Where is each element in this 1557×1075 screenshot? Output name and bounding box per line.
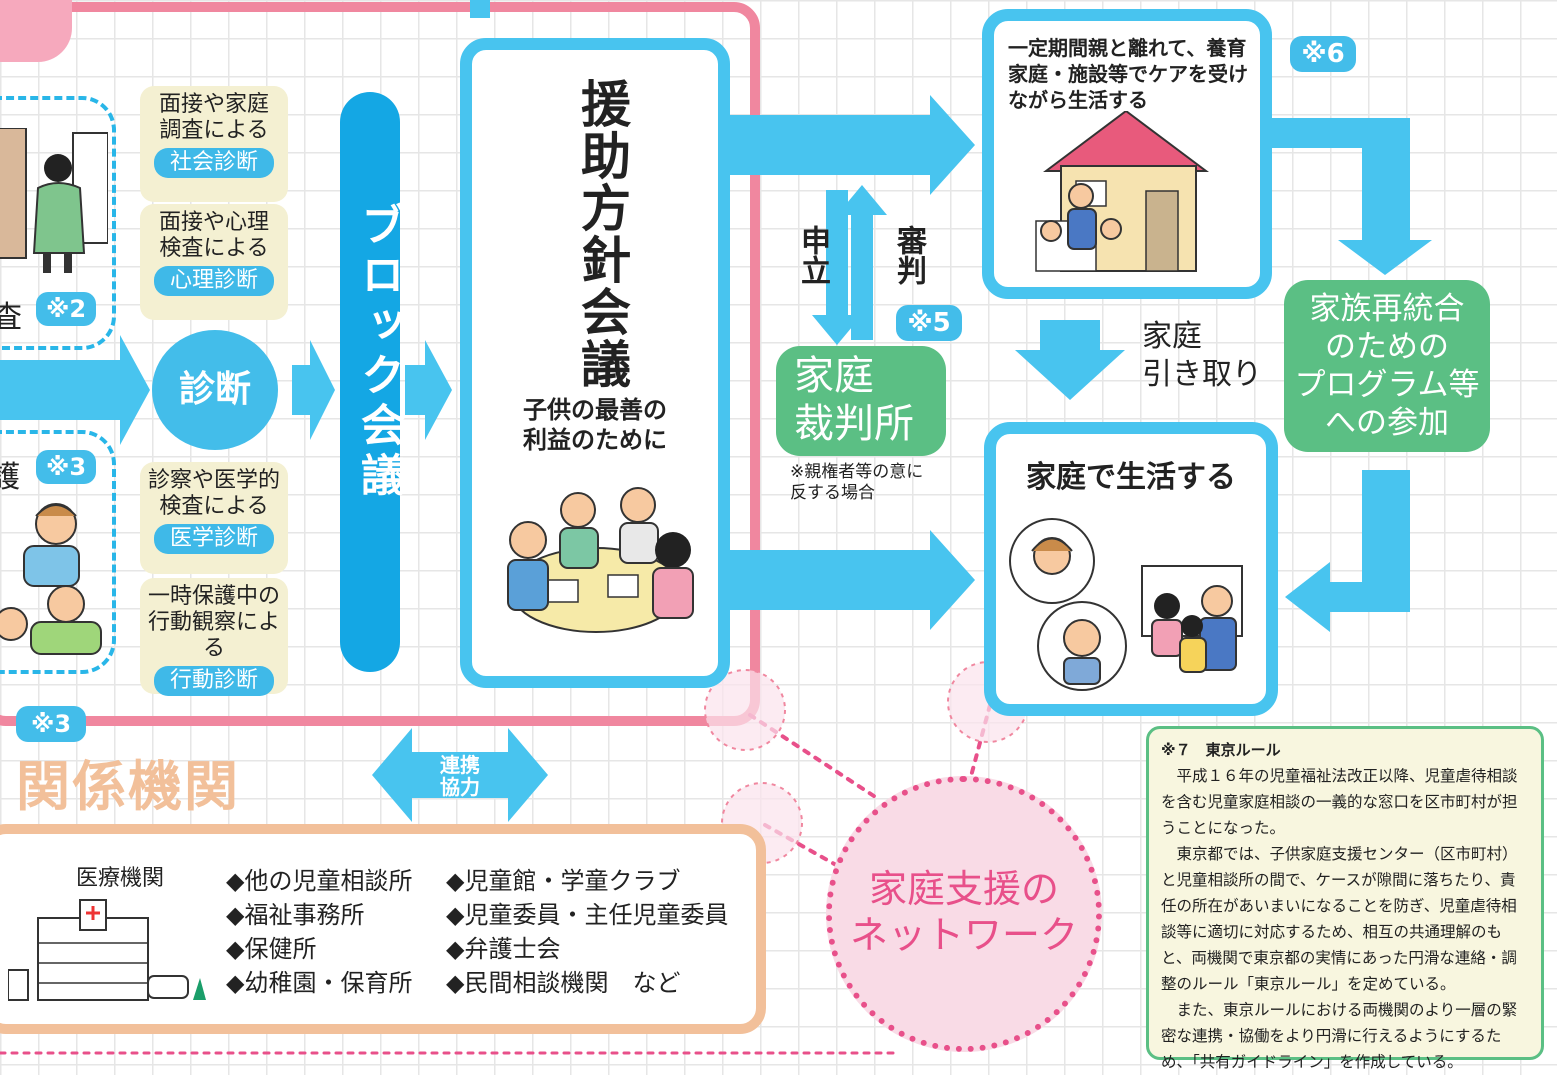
- family-court-label: 家庭 裁判所: [794, 353, 914, 447]
- return-home-label: 家庭 引き取り: [1142, 319, 1262, 392]
- policy-meeting-subtitle: 子供の最善の 利益のために: [523, 396, 667, 454]
- agency-item: ◆民間相談機関 など: [446, 969, 681, 997]
- agencies-col2: ◆児童館・学童クラブ ◆児童委員・主任児童委員 ◆弁護士会 ◆民間相談機関 など: [446, 864, 728, 1000]
- protection-box: 護: [0, 430, 116, 674]
- medical-diagnosis-pill: 医学診断: [153, 524, 274, 554]
- diagnosis-psych-text: 面接や心理 検査による: [158, 210, 269, 261]
- family-illustration: [1009, 518, 1243, 691]
- arrow-to-policy: [405, 340, 452, 440]
- arrow-return-home: [1015, 320, 1125, 400]
- network-label: 家庭支援の ネットワーク: [849, 867, 1078, 957]
- investigation-label: 査: [0, 300, 22, 335]
- tokyo-rule-heading: ※７ 東京ルール: [1161, 741, 1281, 759]
- agencies-col1: ◆他の児童相談所 ◆福祉事務所 ◆保健所 ◆幼稚園・保育所: [226, 864, 412, 1000]
- agency-item: ◆児童館・学童クラブ: [446, 867, 681, 895]
- arrow-apply-down: [812, 190, 862, 345]
- home-life-box: 家庭で生活する: [984, 422, 1278, 716]
- diagnosis-behavior-text: 一時保護中の 行動観察による: [147, 584, 280, 661]
- diagnosis-medical-text: 診察や医学的 検査による: [147, 468, 280, 519]
- arrow-to-reunification: [1270, 118, 1432, 275]
- home-life-title: 家庭で生活する: [1026, 460, 1236, 495]
- agency-item: ◆他の児童相談所: [226, 867, 413, 895]
- meeting-illustration: [507, 487, 694, 633]
- judgment-label: 審判: [891, 225, 926, 285]
- arrow-to-foster: [728, 95, 975, 195]
- arrow-reunification-to-home: [1285, 470, 1410, 632]
- agency-item: ◆福祉事務所: [226, 901, 365, 929]
- policy-meeting-title: 援助方針会議: [573, 78, 631, 390]
- hospital-illustration: [8, 899, 206, 1001]
- family-court: 家庭 裁判所: [776, 346, 946, 456]
- psych-diagnosis-pill: 心理診断: [153, 266, 274, 296]
- cooperation-arrow: [372, 728, 548, 822]
- house-illustration: [1035, 111, 1209, 272]
- social-diagnosis-pill: 社会診断: [153, 148, 274, 178]
- agencies-title: 関係機関: [16, 755, 240, 818]
- reunification-label: 家族再統合 のための プログラム等 への参加: [1294, 291, 1480, 441]
- badge-3-top: ※3: [36, 450, 96, 484]
- block-meeting-label: ブロック会議: [353, 202, 404, 502]
- agency-item: ◆幼稚園・保育所: [226, 969, 413, 997]
- badge-2: ※2: [36, 292, 96, 326]
- cooperation-label: 連携 協力: [440, 753, 480, 799]
- diagnosis-social-text: 面接や家庭 調査による: [158, 92, 269, 143]
- agency-item: ◆保健所: [226, 935, 317, 963]
- investigation-illustration: [0, 128, 108, 273]
- diagnosis-social: 面接や家庭 調査による 社会診断: [140, 86, 288, 202]
- diagnosis-medical: 診察や医学的 検査による 医学診断: [140, 462, 288, 574]
- policy-meeting-box: 援助方針会議 子供の最善の 利益のために: [460, 38, 730, 688]
- foster-text: 一定期間親と離れて、養育 家庭・施設等でケアを受け ながら生活する: [1008, 36, 1248, 112]
- network-circle: 家庭支援の ネットワーク: [826, 776, 1102, 1052]
- arrow-judgment-up: [837, 185, 887, 340]
- protection-label: 護: [0, 460, 20, 495]
- tokyo-rule-paragraph: 東京都では、子供家庭支援センター（区市町村）と児童相談所の間で、ケースが隙間に落…: [1161, 845, 1518, 993]
- center-frame: [0, 2, 760, 726]
- investigation-box: 査: [0, 96, 116, 350]
- arrow-to-diagnosis: [0, 335, 150, 445]
- arrow-to-home: [728, 530, 975, 630]
- diagnosis-center: 診断: [152, 330, 278, 450]
- badge-6: ※6: [1290, 36, 1356, 72]
- medical-label: 医療機関: [76, 866, 165, 891]
- agencies-box: 医療機関 ◆他の児童相談所 ◆福祉事務所 ◆保健所 ◆幼稚園・保育所 ◆児童館・…: [0, 824, 766, 1034]
- arrow-to-block: [292, 340, 335, 440]
- top-stub: [470, 0, 490, 18]
- diagnosis-psych: 面接や心理 検査による 心理診断: [140, 204, 288, 320]
- agency-item: ◆弁護士会: [446, 935, 561, 963]
- reunification-box: 家族再統合 のための プログラム等 への参加: [1284, 280, 1490, 452]
- foster-box: 一定期間親と離れて、養育 家庭・施設等でケアを受け ながら生活する: [982, 9, 1272, 299]
- tokyo-rule-box: ※７ 東京ルール 平成１６年の児童福祉法改正以降、児童虐待相談を含む児童家庭相談…: [1146, 726, 1544, 1071]
- block-meeting: ブロック会議: [340, 92, 404, 672]
- court-note: ※親権者等の意に 反する場合: [790, 462, 924, 503]
- children-illustration: [0, 503, 102, 655]
- badge-5: ※5: [896, 305, 962, 341]
- diagnosis-behavior: 一時保護中の 行動観察による 行動診断: [140, 578, 288, 696]
- tokyo-rule-paragraph: 平成１６年の児童福祉法改正以降、児童虐待相談を含む児童家庭相談の一義的な窓口を区…: [1161, 767, 1518, 837]
- apply-label: 申立: [795, 225, 830, 285]
- top-left-tab: [0, 0, 72, 62]
- behavior-diagnosis-pill: 行動診断: [153, 666, 274, 696]
- agency-item: ◆児童委員・主任児童委員: [446, 901, 729, 929]
- badge-3-bottom: ※3: [16, 706, 86, 742]
- tokyo-rule-paragraph: また、東京ルールにおける両機関のより一層の緊密な連携・協働をより円滑に行えるよう…: [1161, 1001, 1518, 1071]
